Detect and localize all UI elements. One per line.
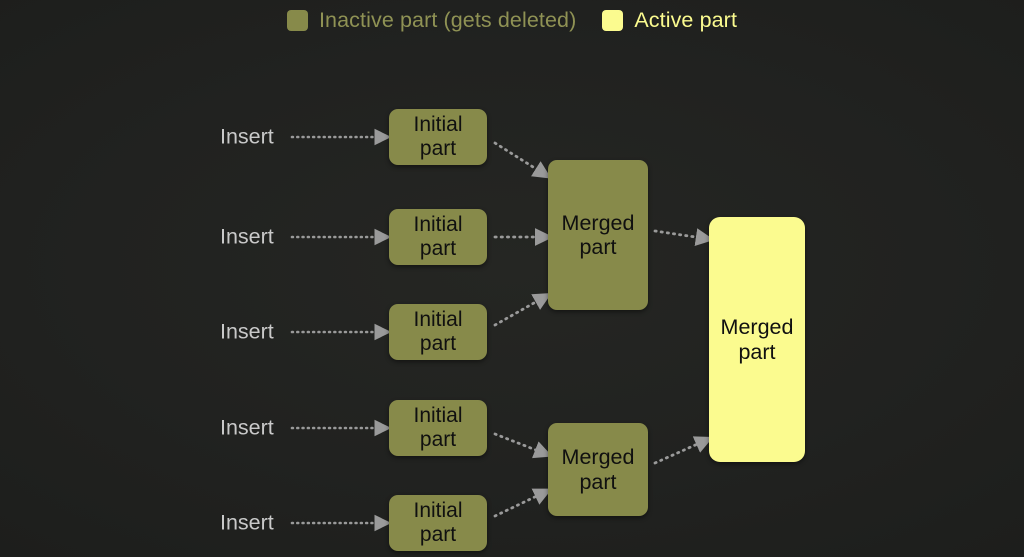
legend-label-active: Active part bbox=[634, 8, 738, 32]
arrow-merged2-to-active bbox=[653, 436, 714, 465]
arrow-merged1-to-active bbox=[653, 228, 715, 246]
arrow-initial4-to-merged2 bbox=[493, 432, 553, 459]
insert-label-2: Insert bbox=[220, 224, 274, 249]
insert-label-4: Insert bbox=[220, 415, 274, 440]
insert-label-1: Insert bbox=[220, 124, 274, 149]
active-swatch-icon bbox=[602, 10, 624, 31]
arrow-initial5-to-merged2 bbox=[493, 488, 553, 518]
legend-item-inactive: Inactive part (gets deleted) bbox=[286, 8, 577, 33]
arrow-initial3-to-merged1 bbox=[493, 292, 552, 327]
inactive-swatch-icon bbox=[286, 10, 308, 31]
legend-label-inactive: Inactive part (gets deleted) bbox=[318, 8, 577, 32]
insert-label-5: Insert bbox=[220, 510, 274, 535]
insert-label-3: Insert bbox=[220, 319, 274, 344]
legend-item-active: Active part bbox=[602, 8, 737, 33]
legend: Inactive part (gets deleted) Active part bbox=[0, 8, 1024, 33]
arrow-initial1-to-merged1 bbox=[493, 141, 552, 179]
